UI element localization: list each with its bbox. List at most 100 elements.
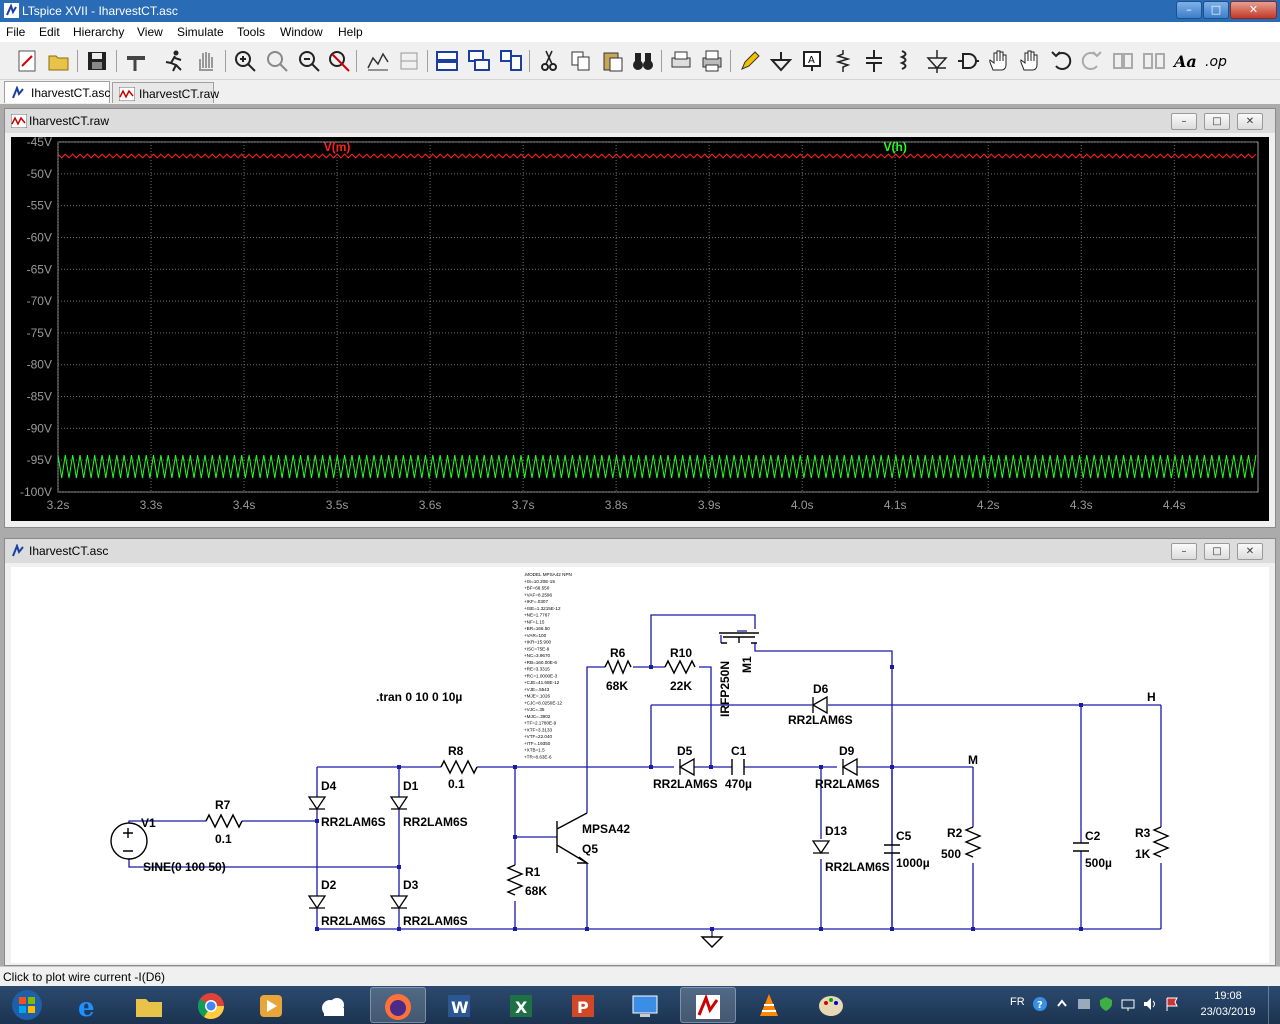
schematic-minimize-button[interactable]: –: [1171, 543, 1197, 560]
taskbar-word[interactable]: W: [432, 987, 488, 1023]
control-panel-hammer-icon[interactable]: [123, 48, 149, 74]
toolbar-separator: [225, 50, 226, 72]
menu-edit[interactable]: Edit: [39, 25, 60, 39]
waveform-maximize-button[interactable]: □: [1204, 113, 1230, 130]
taskbar-vlc[interactable]: [742, 987, 798, 1023]
menu-help[interactable]: Help: [338, 25, 363, 39]
redo-icon[interactable]: [1079, 48, 1105, 74]
ground-icon[interactable]: [768, 48, 794, 74]
taskbar-paint[interactable]: [804, 987, 860, 1023]
pan-icon[interactable]: [264, 48, 290, 74]
svg-text:P: P: [577, 998, 589, 1017]
autorange-icon[interactable]: [365, 48, 391, 74]
undo-icon[interactable]: [1048, 48, 1074, 74]
toolbar: A Aa .op: [0, 42, 1280, 80]
net-label-M[interactable]: M: [968, 753, 978, 767]
x-tick-label: 3.5s: [326, 498, 349, 512]
tray-app-icon[interactable]: [1076, 996, 1092, 1012]
schematic-window-titlebar[interactable]: IharvestCT.asc – □ ✕: [5, 539, 1275, 563]
menu-tools[interactable]: Tools: [237, 25, 266, 39]
close-button[interactable]: ✕: [1230, 1, 1277, 19]
component-icon[interactable]: [955, 48, 981, 74]
print-setup-icon[interactable]: [668, 48, 694, 74]
security-icon[interactable]: [1098, 996, 1114, 1012]
taskbar-outlook-cloud[interactable]: [306, 987, 362, 1023]
maximize-button[interactable]: □: [1203, 1, 1229, 19]
taskbar-excel[interactable]: X: [494, 987, 550, 1023]
network-icon[interactable]: [1120, 996, 1136, 1012]
taskbar-powerpoint[interactable]: P: [556, 987, 612, 1023]
waveform-minimize-button[interactable]: –: [1171, 113, 1197, 130]
tile-vertical-icon[interactable]: [498, 48, 524, 74]
show-desktop-button[interactable]: [1268, 986, 1280, 1024]
inductor-icon[interactable]: [892, 48, 918, 74]
taskbar-internet-explorer[interactable]: e: [62, 987, 118, 1023]
rotate-icon[interactable]: [1110, 48, 1136, 74]
circuit-schematic[interactable]: V1 SINE(0 100 50) R7 0.1 D4 RR2LAM6S D1 …: [11, 567, 1269, 963]
taskbar-remote-desktop[interactable]: [618, 987, 674, 1023]
x-tick-label: 3.8s: [605, 498, 628, 512]
taskbar-media-player[interactable]: [244, 987, 300, 1023]
spice-model-directive[interactable]: .MODEL MPSA42 NPN+IS=10.20E-15+BF=68.550…: [524, 572, 572, 759]
draw-wire-pencil-icon[interactable]: [737, 48, 763, 74]
menu-hierarchy[interactable]: Hierarchy: [73, 25, 125, 39]
label-C5: C5: [896, 829, 912, 843]
tran-directive[interactable]: .tran 0 10 0 10µ: [376, 690, 462, 704]
measure-icon[interactable]: [396, 48, 422, 74]
help-icon[interactable]: ?: [1032, 996, 1048, 1012]
menu-file[interactable]: File: [6, 25, 26, 39]
zoom-in-icon[interactable]: [232, 48, 258, 74]
net-label-H[interactable]: H: [1147, 690, 1156, 704]
waveform-plot-pane[interactable]: -45V-50V-55V-60V-65V-70V-75V-80V-85V-90V…: [11, 135, 1269, 521]
x-tick-label: 4.4s: [1163, 498, 1186, 512]
tile-horizontal-icon[interactable]: [434, 48, 460, 74]
schematic-canvas[interactable]: V1 SINE(0 100 50) R7 0.1 D4 RR2LAM6S D1 …: [11, 567, 1269, 963]
model-line: +XTF=3.3133: [524, 727, 553, 732]
resistor-icon[interactable]: [830, 48, 856, 74]
open-folder-icon[interactable]: [46, 48, 72, 74]
waveform-close-button[interactable]: ✕: [1237, 113, 1263, 130]
find-binoculars-icon[interactable]: [630, 48, 656, 74]
run-icon[interactable]: [161, 48, 187, 74]
cascade-icon[interactable]: [466, 48, 492, 74]
tray-expand-icon[interactable]: [1054, 996, 1070, 1012]
zoom-fit-icon[interactable]: [326, 48, 352, 74]
capacitor-icon[interactable]: [861, 48, 887, 74]
new-schematic-icon[interactable]: [14, 48, 40, 74]
menu-window[interactable]: Window: [280, 25, 323, 39]
toolbar-separator: [116, 50, 117, 72]
taskbar-firefox[interactable]: [370, 987, 426, 1023]
taskbar-file-explorer[interactable]: [122, 987, 178, 1023]
minimize-button[interactable]: –: [1176, 1, 1202, 19]
clock-date[interactable]: 23/03/2019: [1200, 1006, 1256, 1018]
schematic-maximize-button[interactable]: □: [1204, 543, 1230, 560]
save-icon[interactable]: [84, 48, 110, 74]
tab-schematic[interactable]: IharvestCT.asc: [4, 81, 110, 103]
copy-icon[interactable]: [568, 48, 594, 74]
menu-view[interactable]: View: [137, 25, 163, 39]
print-icon[interactable]: [699, 48, 725, 74]
drag-hand-icon[interactable]: [1017, 48, 1043, 74]
clock-time[interactable]: 19:08: [1214, 990, 1242, 1002]
waveform-chart[interactable]: -45V-50V-55V-60V-65V-70V-75V-80V-85V-90V…: [11, 135, 1269, 521]
schematic-close-button[interactable]: ✕: [1237, 543, 1263, 560]
cut-scissors-icon[interactable]: [536, 48, 562, 74]
volume-icon[interactable]: [1142, 996, 1158, 1012]
move-hand-icon[interactable]: [986, 48, 1012, 74]
paste-icon[interactable]: [600, 48, 626, 74]
label-net-icon[interactable]: A: [799, 48, 825, 74]
taskbar-chrome[interactable]: [184, 987, 240, 1023]
flag-icon[interactable]: [1164, 996, 1180, 1012]
diode-icon[interactable]: [924, 48, 950, 74]
spice-directive-icon[interactable]: .op: [1203, 48, 1229, 74]
halt-hand-icon[interactable]: [193, 48, 219, 74]
waveform-window-titlebar[interactable]: IharvestCT.raw – □ ✕: [5, 109, 1275, 133]
menu-simulate[interactable]: Simulate: [177, 25, 224, 39]
tab-waveform[interactable]: IharvestCT.raw: [112, 82, 219, 103]
zoom-out-icon[interactable]: [296, 48, 322, 74]
tray-language[interactable]: FR: [1010, 996, 1025, 1008]
mirror-icon[interactable]: [1141, 48, 1167, 74]
text-icon[interactable]: Aa: [1172, 48, 1198, 74]
taskbar-ltspice[interactable]: [680, 987, 736, 1023]
start-button[interactable]: [4, 987, 50, 1023]
